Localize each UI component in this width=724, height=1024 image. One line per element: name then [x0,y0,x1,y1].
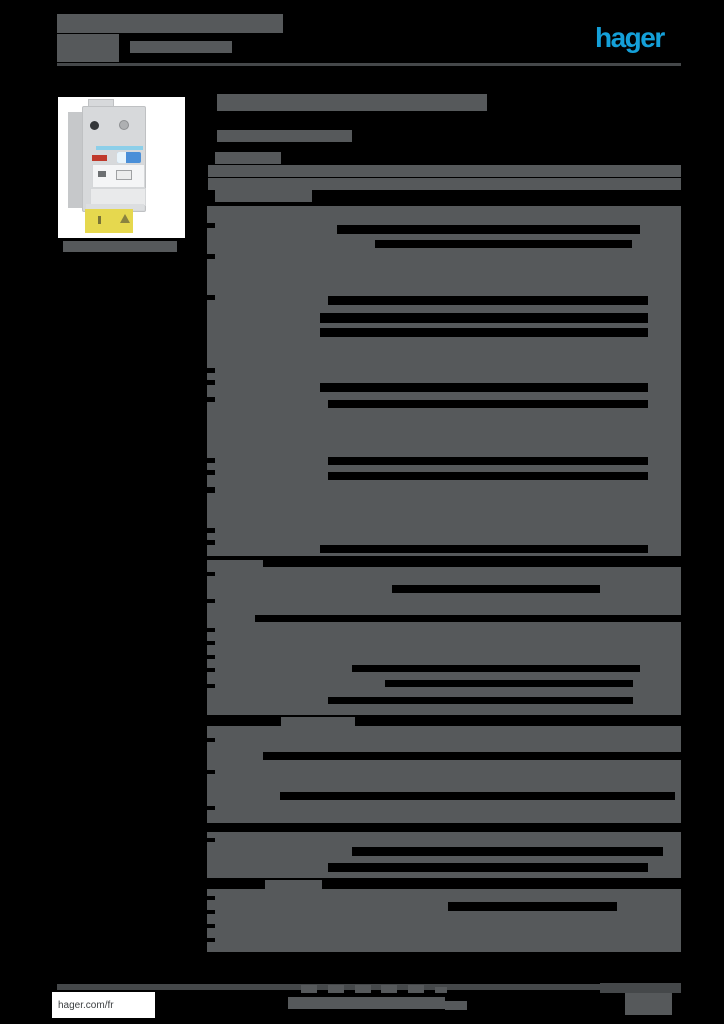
spec-table-block [207,760,681,823]
redacted-text-block [320,545,648,553]
redacted-text-block [352,665,640,672]
header-rule [57,63,681,66]
redacted-text-block [207,528,215,533]
footer-address-line [445,1001,467,1010]
footer-rule-end [600,983,681,993]
footer-url[interactable]: hager.com/fr [58,999,114,1011]
device-red-marking [92,155,107,161]
footer-page-block [625,993,672,1015]
redacted-text-block [207,668,215,672]
redacted-text-block [207,641,215,645]
section-label [207,752,263,760]
product-title [217,94,487,111]
doc-title-line-2 [57,34,119,62]
redacted-text-block [207,738,215,742]
section-label [207,614,255,623]
device-terminal-hole [90,121,99,130]
redacted-text-block [207,470,215,475]
redacted-text-block [207,540,215,545]
redacted-text-block [207,368,215,373]
spec-table-block [207,726,681,752]
redacted-text-block [375,240,632,248]
product-reference [217,130,352,142]
redacted-text-block [207,896,215,900]
redacted-text-block [392,585,600,593]
redacted-text-block [207,223,215,228]
redacted-text-block [207,458,215,463]
redacted-text-block [207,770,215,774]
social-icon[interactable] [355,985,371,993]
description-line [208,165,681,177]
note-line [265,880,322,889]
redacted-text-block [320,383,648,392]
device-screw [119,120,129,130]
social-icon[interactable] [301,985,317,993]
redacted-text-block [207,684,215,688]
footer-address-line [288,997,445,1009]
description-line [215,152,281,164]
social-icon[interactable] [381,985,397,993]
section-label [207,560,263,568]
redacted-text-block [207,397,215,402]
redacted-text-block [328,400,648,408]
redacted-text-block [207,628,215,632]
redacted-text-block [207,910,215,914]
redacted-text-block [207,380,215,385]
device-label-strip [96,146,143,150]
social-icon[interactable] [435,987,447,993]
device-toggle-switch [117,152,141,163]
product-photo [58,97,185,238]
redacted-text-block [207,487,215,493]
device-label-marking [98,171,106,177]
redacted-text-block [207,254,215,259]
redacted-text-block [328,863,648,872]
redacted-text-block [352,847,663,856]
redacted-text-block [320,313,648,323]
device-cover-marking [98,216,101,224]
redacted-text-block [207,655,215,659]
redacted-text-block [207,938,215,942]
redacted-text-block [207,806,215,810]
spec-table-block [207,889,681,952]
description-line [208,178,681,190]
note-line [281,717,355,726]
device-test-button [116,170,132,180]
redacted-text-block [280,792,675,800]
image-caption [63,241,177,252]
redacted-text-block [337,225,640,234]
redacted-text-block [328,296,648,305]
redacted-text-block [328,457,648,465]
device-toggle-indicator [117,152,126,163]
redacted-text-block [328,697,633,704]
redacted-text-block [320,328,648,337]
redacted-text-block [385,680,633,687]
spec-table-block [207,206,681,556]
doc-title-line-1 [57,14,283,33]
redacted-text-block [207,295,215,300]
redacted-text-block [207,599,215,603]
doc-subtitle [130,41,232,53]
warning-triangle-icon [120,214,130,223]
redacted-text-block [328,472,648,480]
device-side-rail [68,112,84,208]
redacted-text-block [207,572,215,576]
footer-url-box[interactable]: hager.com/fr [52,992,155,1018]
device-bottom-strip [86,204,144,210]
redacted-text-block [448,902,617,911]
hager-logo: hager [595,22,665,53]
description-line [215,190,312,202]
social-icon[interactable] [328,985,344,993]
redacted-text-block [207,838,215,842]
redacted-text-block [207,924,215,928]
social-icon[interactable] [408,985,424,993]
